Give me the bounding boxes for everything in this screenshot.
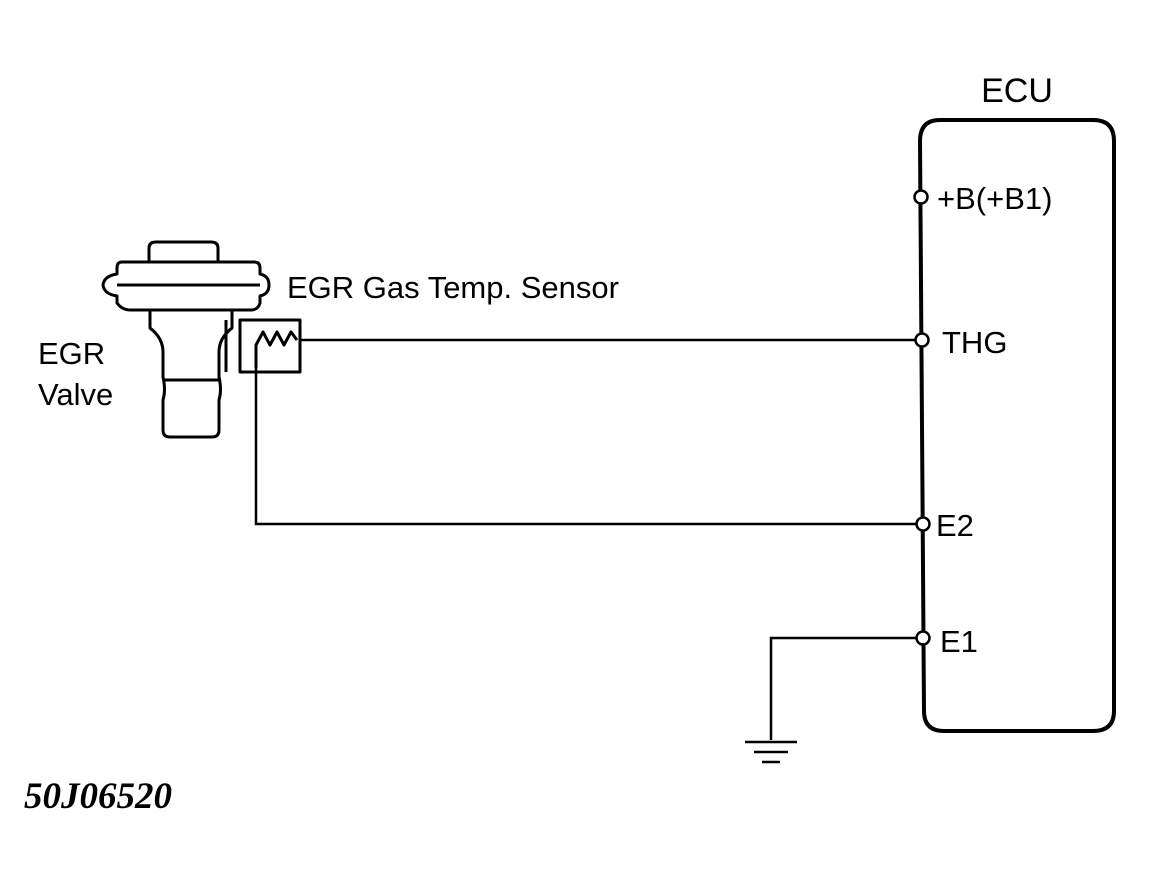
figure-code: 50J06520 (24, 776, 172, 817)
pin-e1-label: E1 (940, 624, 978, 659)
pin-thg-terminal (914, 332, 930, 348)
pin-e2-terminal (915, 516, 931, 532)
pin-b-terminal (913, 189, 929, 205)
egr-valve-label-line1: EGR (38, 336, 105, 371)
pin-thg-label: THG (942, 325, 1007, 360)
wire-e2 (254, 366, 917, 526)
ground-icon (745, 740, 797, 764)
ecu-box (918, 118, 1116, 733)
pin-b-label: +B(+B1) (937, 181, 1052, 216)
ecu-block: ECU +B(+B1) THG E2 E1 (913, 72, 1116, 733)
egr-valve-icon (101, 240, 271, 439)
sensor-label: EGR Gas Temp. Sensor (287, 270, 619, 305)
ecu-title: ECU (981, 72, 1053, 110)
wiring (254, 338, 917, 740)
pin-e1-terminal (915, 630, 931, 646)
pin-e2-label: E2 (936, 508, 974, 543)
egr-gas-temp-sensor-icon (238, 318, 302, 374)
wire-e1 (769, 636, 917, 740)
egr-valve-label-line2: Valve (38, 377, 113, 412)
